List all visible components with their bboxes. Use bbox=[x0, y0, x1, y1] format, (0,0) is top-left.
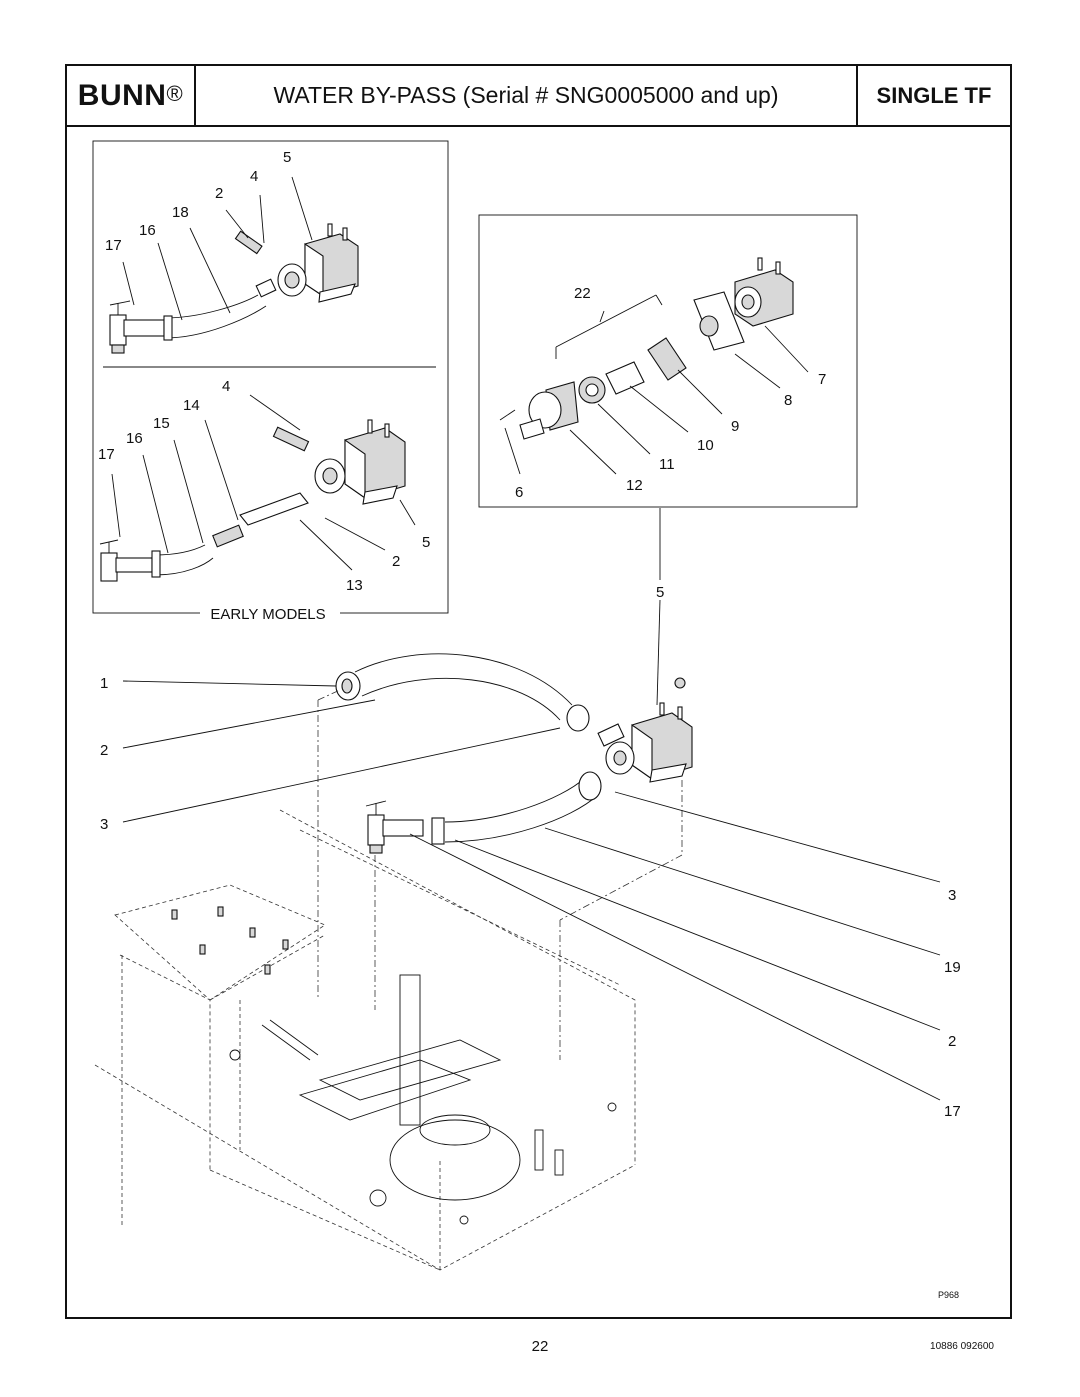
callout-early-bottom-5: 5 bbox=[422, 534, 430, 551]
brand-logo: BUNN® bbox=[67, 66, 196, 125]
callout-early-bottom-15: 15 bbox=[153, 415, 170, 432]
callout-early-bottom-16: 16 bbox=[126, 430, 143, 447]
registered-mark: ® bbox=[166, 80, 184, 106]
drawing-code: P968 bbox=[938, 1290, 959, 1300]
brewer-chassis bbox=[94, 809, 636, 1271]
callout-early-bottom-13: 13 bbox=[346, 577, 363, 594]
valve-body bbox=[519, 381, 579, 440]
callout-valve-6: 6 bbox=[515, 484, 523, 501]
callout-early-bottom-4: 4 bbox=[222, 378, 230, 395]
early-models-inset: EARLY MODELS bbox=[92, 140, 449, 623]
callout-early-top-4: 4 bbox=[250, 168, 258, 185]
main-assembly: 5 bbox=[100, 508, 961, 1120]
header: BUNN® WATER BY-PASS (Serial # SNG0005000… bbox=[65, 64, 1012, 127]
early-models-label: EARLY MODELS bbox=[210, 606, 325, 623]
callout-valve-9: 9 bbox=[731, 418, 739, 435]
callout-main-valve-5: 5 bbox=[656, 584, 664, 601]
valve-exploded-inset: 22 7 8 9 10 11 12 6 bbox=[478, 214, 858, 508]
page-title: WATER BY-PASS (Serial # SNG0005000 and u… bbox=[196, 66, 858, 125]
callout-valve-12: 12 bbox=[626, 477, 643, 494]
callout-main-2: 2 bbox=[100, 742, 108, 759]
callout-main-right-17: 17 bbox=[944, 1103, 961, 1120]
page-number: 22 bbox=[531, 1338, 549, 1355]
callout-main-right-3: 3 bbox=[948, 887, 956, 904]
callout-early-top-18: 18 bbox=[172, 204, 189, 221]
main-faucet bbox=[365, 800, 424, 854]
callout-early-top-17: 17 bbox=[105, 237, 122, 254]
callout-valve-10: 10 bbox=[697, 437, 714, 454]
early-top-fitting bbox=[234, 230, 277, 298]
early-bottom-faucet bbox=[99, 539, 161, 582]
callout-early-bottom-14: 14 bbox=[183, 397, 200, 414]
main-solenoid-valve bbox=[597, 677, 693, 783]
callout-valve-11: 11 bbox=[659, 456, 675, 473]
callout-main-3: 3 bbox=[100, 816, 108, 833]
callout-main-1: 1 bbox=[100, 675, 108, 692]
callout-early-top-5: 5 bbox=[283, 149, 291, 166]
callout-early-bottom-2: 2 bbox=[392, 553, 400, 570]
lower-hose-clamp bbox=[578, 771, 602, 801]
document-code: 10886 092600 bbox=[930, 1341, 994, 1352]
callout-valve-22: 22 bbox=[574, 285, 591, 302]
upper-hose-clamp-right bbox=[566, 704, 590, 732]
callout-main-right-19: 19 bbox=[944, 959, 961, 976]
early-bottom-valve bbox=[314, 419, 406, 505]
model-name: SINGLE TF bbox=[876, 82, 992, 108]
solenoid-coil bbox=[734, 257, 794, 327]
early-top-valve bbox=[277, 223, 359, 303]
callout-valve-7: 7 bbox=[818, 371, 826, 388]
callout-early-top-2: 2 bbox=[215, 185, 223, 202]
spring bbox=[647, 337, 687, 381]
early-bottom-fitting bbox=[272, 426, 310, 452]
callout-early-top-16: 16 bbox=[139, 222, 156, 239]
callout-main-right-2: 2 bbox=[948, 1033, 956, 1050]
early-top-faucet bbox=[109, 300, 173, 354]
callout-early-bottom-17: 17 bbox=[98, 446, 115, 463]
plunger bbox=[605, 361, 645, 395]
brand-name: BUNN bbox=[77, 78, 167, 112]
callout-valve-8: 8 bbox=[784, 392, 792, 409]
